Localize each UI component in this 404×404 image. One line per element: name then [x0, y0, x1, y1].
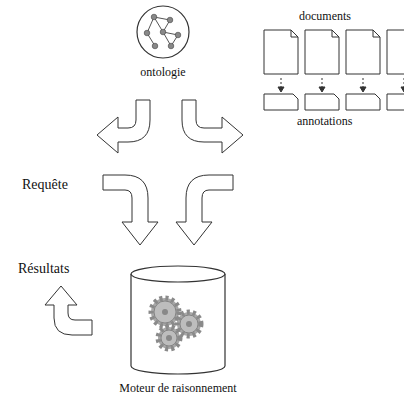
- graph-vertex: [160, 29, 166, 35]
- document-page: [264, 30, 298, 74]
- annotation-sheet: [346, 94, 380, 110]
- graph-vertex: [168, 43, 174, 49]
- document-page: [305, 30, 339, 74]
- group-label: annotations: [297, 114, 352, 129]
- result-arrow: [45, 286, 92, 335]
- annotation-sheet: [264, 94, 298, 110]
- arrow-head: [319, 87, 325, 92]
- graph-vertex: [175, 32, 181, 38]
- node-label: Moteur de raisonnement: [100, 381, 256, 396]
- annotation-sheet: [305, 94, 339, 110]
- gear-axle: [162, 309, 168, 315]
- node-shape: [103, 262, 253, 378]
- graph-vertex: [151, 14, 157, 20]
- gear-axle: [186, 321, 192, 327]
- gear-hub: [154, 301, 176, 323]
- flow-arrow: [182, 100, 243, 153]
- ontology-node: ontologie: [117, 3, 209, 80]
- group-label: documents: [299, 9, 351, 24]
- document-page: [387, 30, 404, 74]
- flow-arrow: [176, 175, 233, 245]
- engine-node: Moteur de raisonnement: [100, 262, 256, 396]
- gear: [177, 312, 201, 336]
- graph-vertex: [144, 30, 150, 36]
- graph-vertex: [167, 17, 173, 23]
- flow-arrow: [97, 100, 150, 153]
- gear: [151, 298, 179, 326]
- ontology-circle: [137, 6, 189, 58]
- page-fold: [373, 30, 380, 37]
- cylinder-top: [131, 266, 225, 282]
- node-shape: [120, 3, 206, 63]
- step-label: Résultats: [18, 261, 69, 277]
- document-page: [346, 30, 380, 74]
- annotation-sheet: [387, 94, 404, 110]
- gear-hub: [161, 330, 177, 346]
- graph-vertex: [152, 43, 158, 49]
- node-label: ontologie: [117, 65, 209, 80]
- flow-arrow: [103, 175, 158, 245]
- gear-axle: [166, 335, 172, 341]
- gear: [158, 327, 180, 349]
- arrow-head: [278, 87, 284, 92]
- arrow-head: [401, 87, 404, 92]
- arrow-head: [360, 87, 366, 92]
- gear-hub: [180, 315, 198, 333]
- document-set: [264, 30, 404, 110]
- step-label: Requête: [22, 177, 68, 193]
- page-fold: [291, 30, 298, 37]
- page-fold: [332, 30, 339, 37]
- cylinder-body: [131, 274, 225, 374]
